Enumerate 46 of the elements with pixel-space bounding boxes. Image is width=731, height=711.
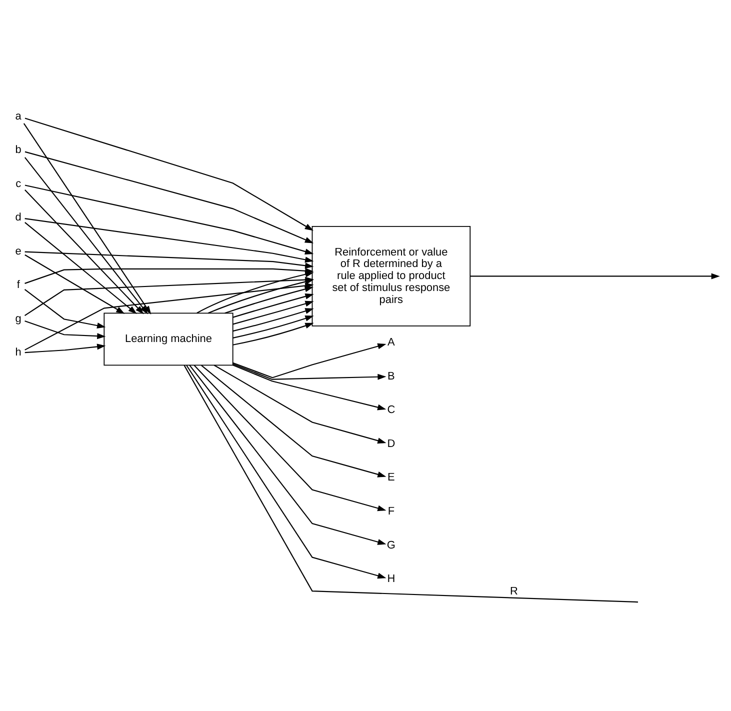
arrow [232, 342, 386, 378]
arrow [24, 221, 137, 314]
connector [184, 364, 638, 602]
node-text: h [15, 346, 22, 358]
arrow [24, 150, 314, 243]
arrow [232, 364, 386, 410]
arrow [24, 254, 125, 314]
node-text: c [16, 177, 22, 190]
arrow [232, 322, 314, 345]
arrow [232, 363, 386, 380]
arrow [24, 320, 106, 339]
arrow [232, 300, 314, 324]
node-text: B [388, 370, 395, 382]
arrow [24, 343, 106, 353]
node-text: C [387, 404, 396, 416]
arrow [24, 117, 314, 230]
arrow [214, 364, 386, 444]
node-text: E [388, 471, 395, 484]
arrow [232, 308, 314, 332]
edge-label: R [510, 584, 518, 597]
arrow [470, 272, 720, 279]
arrow [24, 189, 144, 314]
node-text: F [388, 505, 395, 517]
arrow [232, 292, 314, 318]
arrow [24, 288, 106, 328]
node-text: H [387, 572, 396, 585]
node-text: G [386, 538, 396, 551]
node-box: Learning machine [104, 312, 234, 366]
arrow [186, 364, 386, 578]
node-text: D [387, 437, 396, 450]
arrow [24, 218, 314, 262]
arrow [24, 184, 314, 254]
arrow [194, 364, 386, 511]
arrow [24, 250, 314, 268]
node-text: g [15, 312, 22, 324]
node-text: e [15, 244, 22, 257]
arrow [24, 156, 148, 314]
node-text: d [15, 211, 22, 224]
node-text: b [15, 144, 22, 156]
node-text: a [15, 110, 22, 122]
node-text: A [388, 336, 395, 348]
arrow [201, 364, 386, 477]
node-text: f [16, 278, 20, 291]
arrow [189, 364, 386, 544]
arrow [232, 315, 314, 338]
node-box: Reinforcement or value of R determined by a rule applied to product set of stimulus response pairs [312, 226, 471, 326]
